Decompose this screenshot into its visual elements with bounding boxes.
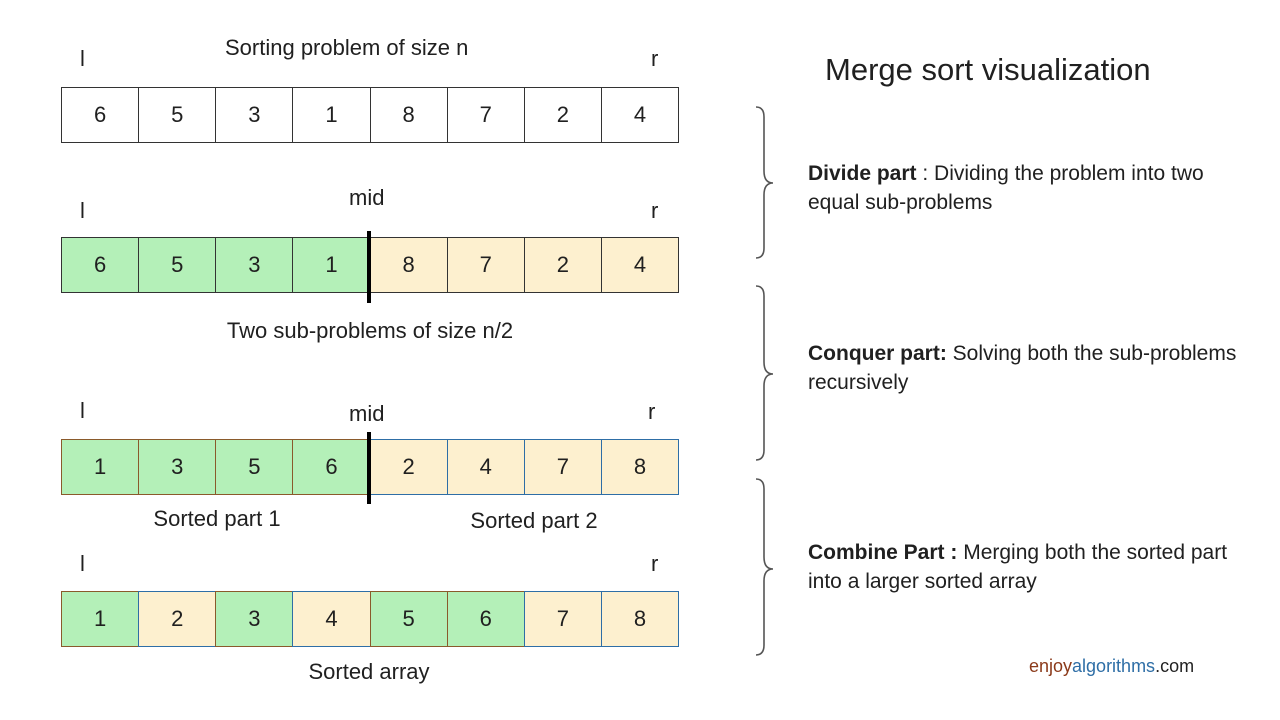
divide-part-text: Dividing the problem into two equal sub-… xyxy=(808,162,1204,214)
array-cell: 1 xyxy=(292,237,371,293)
left-pointer-label: l xyxy=(80,46,85,71)
right-pointer-label: r xyxy=(651,198,659,223)
array-cell: 2 xyxy=(523,87,602,143)
array-cell: 3 xyxy=(215,591,294,647)
array-cell: 4 xyxy=(292,591,371,647)
divide-part-description: Divide part : Dividing the problem into … xyxy=(808,159,1248,217)
array-cell: 5 xyxy=(369,591,448,647)
array-cell: 1 xyxy=(61,439,140,495)
mid-pointer-label: mid xyxy=(349,185,385,210)
array-cell: 5 xyxy=(138,87,217,143)
array-cell: 8 xyxy=(369,87,448,143)
conquer-part-heading: Conquer part: xyxy=(808,342,947,365)
array-row-merged: 1 2 3 4 5 6 7 8 xyxy=(61,591,679,647)
array-cell: 4 xyxy=(600,87,679,143)
right-pointer-label: r xyxy=(651,551,659,576)
right-pointer-label: r xyxy=(648,399,656,424)
array-cell: 1 xyxy=(61,591,140,647)
array-cell: 3 xyxy=(138,439,217,495)
array-row-divided: 6 5 3 1 8 7 2 4 xyxy=(61,237,679,293)
mid-pointer-label: mid xyxy=(349,401,385,426)
array-row-original: 6 5 3 1 8 7 2 4 xyxy=(61,87,679,143)
combine-brace-icon xyxy=(755,478,774,656)
conquer-part-text: Solving both the sub-problems recursivel… xyxy=(808,342,1237,394)
array-cell: 8 xyxy=(369,237,448,293)
sorted-part-2-caption: Sorted part 2 xyxy=(470,508,598,533)
array-cell: 6 xyxy=(61,87,140,143)
array-cell: 5 xyxy=(215,439,294,495)
array-cell: 2 xyxy=(138,591,217,647)
mid-divider xyxy=(367,231,371,303)
right-pointer-label: r xyxy=(651,46,659,71)
conquer-brace-icon xyxy=(755,285,774,461)
array-cell: 7 xyxy=(446,237,525,293)
array-cell: 2 xyxy=(523,237,602,293)
array-cell: 8 xyxy=(600,439,679,495)
divide-part-heading: Divide part xyxy=(808,162,917,185)
sorted-array-caption: Sorted array xyxy=(308,659,430,684)
array-cell: 4 xyxy=(600,237,679,293)
mid-divider xyxy=(367,432,371,504)
left-pointer-label: l xyxy=(80,398,85,423)
array-cell: 7 xyxy=(446,87,525,143)
row2-bottom-caption: Two sub-problems of size n/2 xyxy=(226,318,514,343)
array-cell: 6 xyxy=(292,439,371,495)
row1-top-caption: Sorting problem of size n xyxy=(225,35,469,60)
left-pointer-label: l xyxy=(80,198,85,223)
sorted-part-1-caption: Sorted part 1 xyxy=(153,506,281,531)
array-cell: 1 xyxy=(292,87,371,143)
combine-part-description: Combine Part : Merging both the sorted p… xyxy=(808,538,1248,596)
array-row-sorted-halves: 1 3 5 6 2 4 7 8 xyxy=(61,439,679,495)
combine-part-heading: Combine Part : xyxy=(808,541,958,564)
separator: : xyxy=(916,162,935,185)
divide-brace-icon xyxy=(755,106,774,259)
array-cell: 3 xyxy=(215,87,294,143)
array-cell: 7 xyxy=(523,439,602,495)
brand-part-com: .com xyxy=(1155,656,1195,676)
array-cell: 8 xyxy=(600,591,679,647)
page-title: Merge sort visualization xyxy=(825,52,1151,87)
conquer-part-description: Conquer part: Solving both the sub-probl… xyxy=(808,339,1248,397)
left-pointer-label: l xyxy=(80,551,85,576)
brand-logo: enjoyalgorithms.com xyxy=(1029,656,1194,677)
brand-part-enjoy: enjoy xyxy=(1029,656,1073,676)
combine-part-text: Merging both the sorted part into a larg… xyxy=(808,541,1228,593)
array-cell: 5 xyxy=(138,237,217,293)
brand-part-algorithms: algorithms xyxy=(1072,656,1156,676)
